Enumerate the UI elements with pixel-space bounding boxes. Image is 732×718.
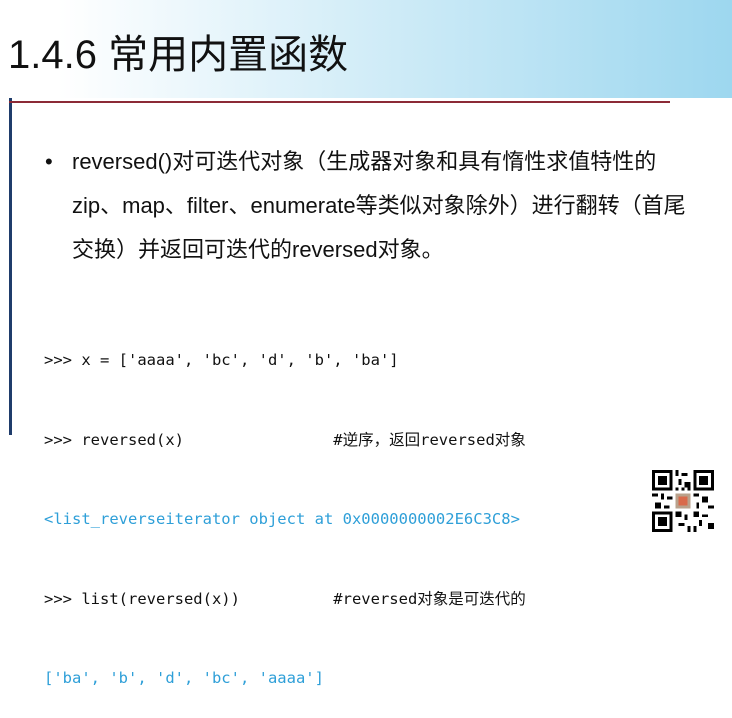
left-vertical-rule [9,98,12,435]
code-line: >>> reversed(x) #逆序，返回reversed对象 [44,430,526,449]
bullet-paragraph: • reversed()对可迭代对象（生成器对象和具有惰性求值特性的zip、ma… [45,140,695,272]
bullet-text: reversed()对可迭代对象（生成器对象和具有惰性求值特性的zip、map、… [72,149,686,262]
code-line: >>> list(reversed(x)) #reversed对象是可迭代的 [44,589,526,608]
header-banner [0,0,732,98]
code-line: >>> x = ['aaaa', 'bc', 'd', 'b', 'ba'] [44,351,399,369]
page-title: 1.4.6 常用内置函数 [8,33,349,77]
bullet-marker: • [45,149,53,174]
code-output-line: <list_reverseiterator object at 0x000000… [44,510,520,528]
code-output-line: ['ba', 'b', 'd', 'bc', 'aaaa'] [44,669,324,687]
code-block: >>> x = ['aaaa', 'bc', 'd', 'b', 'ba'] >… [44,294,526,718]
qr-code-icon [652,470,714,532]
header-horizontal-rule [9,101,670,103]
